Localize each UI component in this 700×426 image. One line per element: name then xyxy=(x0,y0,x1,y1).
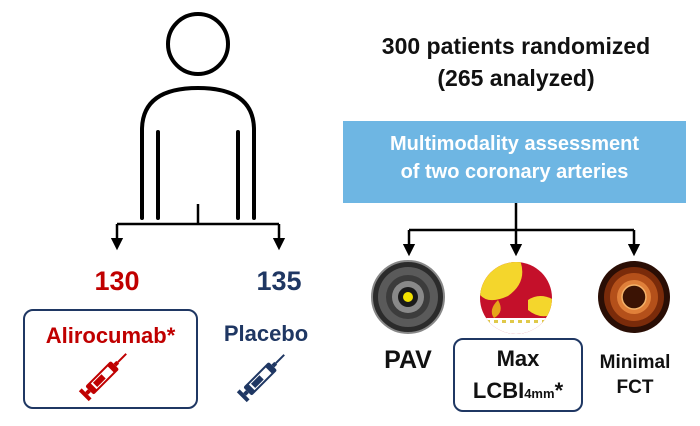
patient-person-icon xyxy=(140,12,256,220)
assessment-box: Multimodality assessment of two coronary… xyxy=(343,121,686,203)
nirs-image xyxy=(480,262,552,334)
pav-label: PAV xyxy=(384,346,432,374)
alirocumab-arm-box: Alirocumab* xyxy=(23,309,198,409)
max-lcbi-box: Max LCBI4mm* xyxy=(453,338,583,412)
randomized-text: 300 patients randomized xyxy=(381,33,651,59)
assessment-line1: Multimodality assessment xyxy=(390,133,639,155)
minimal-fct-label: Minimal FCT xyxy=(590,350,680,400)
lcbi-text: LCBI xyxy=(472,378,525,403)
lcbi-asterisk: * xyxy=(554,378,564,403)
minimal-text: Minimal xyxy=(599,352,671,373)
analyzed-text: (265 analyzed) xyxy=(437,65,595,91)
placebo-syringe-icon xyxy=(236,354,285,403)
oct-image xyxy=(598,261,670,333)
ivus-image xyxy=(371,260,445,334)
alirocumab-label: Alirocumab* xyxy=(45,323,176,348)
outcome-split-connector xyxy=(402,203,641,257)
arm-split-connector xyxy=(110,204,286,251)
placebo-label: Placebo xyxy=(223,321,309,346)
lcbi-subscript: 4mm xyxy=(524,386,555,401)
alirocumab-syringe-icon xyxy=(78,353,127,402)
alirocumab-count: 130 xyxy=(94,266,140,296)
lcbi-label: LCBI4mm* xyxy=(455,378,581,404)
fct-text: FCT xyxy=(616,377,654,398)
max-label: Max xyxy=(496,346,540,371)
placebo-count: 135 xyxy=(256,266,302,296)
assessment-line2: of two coronary arteries xyxy=(400,161,629,183)
